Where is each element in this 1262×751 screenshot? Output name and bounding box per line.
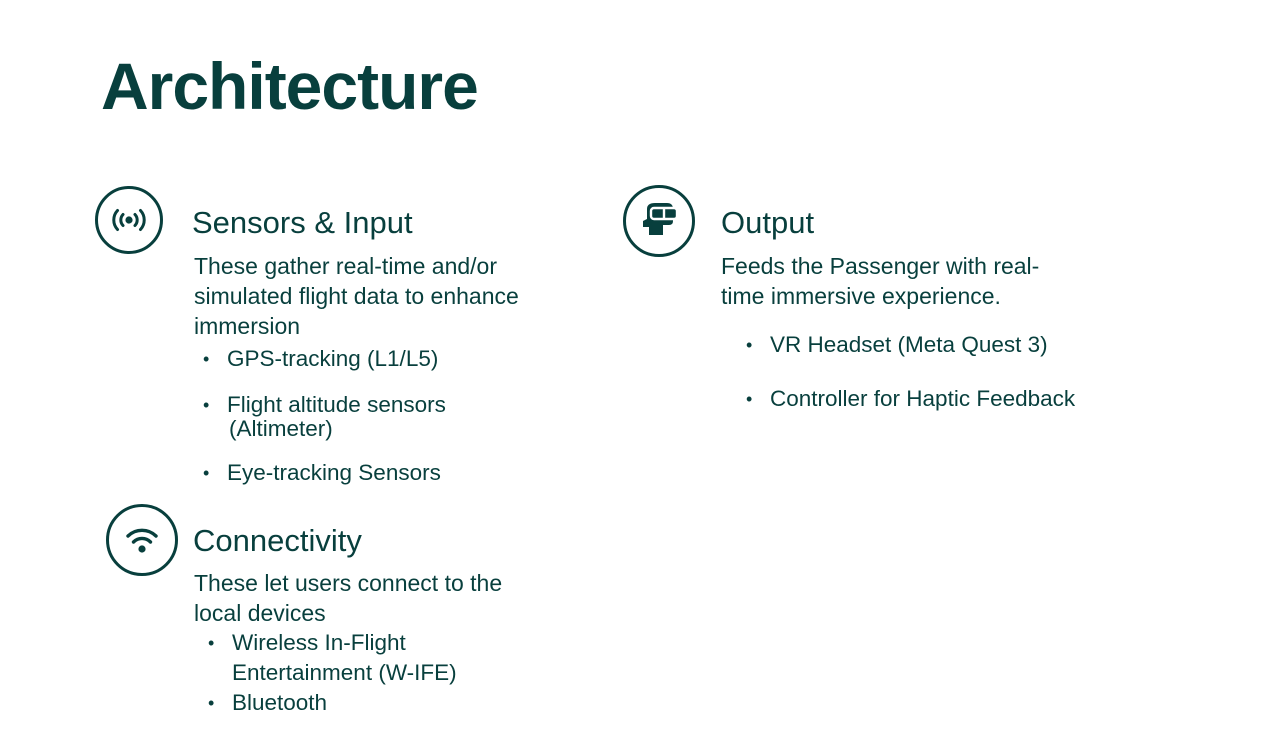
output-heading: Output [721,205,815,240]
sensors-bullet-continuation: (Altimeter) [229,416,333,441]
connectivity-bullet-item: Bluetooth [208,688,327,718]
connectivity-description: These let users connect to the local dev… [194,568,502,628]
sensors-bullet-item: GPS-tracking (L1/L5) [203,344,438,374]
sensors-description: These gather real-time and/or simulated … [194,251,519,341]
sensors-desc-line: immersion [194,313,301,339]
output-desc-line: time immersive experience. [721,283,1001,309]
connectivity-bullet-item: Wireless In-Flight [208,628,406,658]
sensors-bullet-item: Flight altitude sensors [203,390,446,420]
connectivity-bullet-continuation: Entertainment (W-IFE) [232,660,457,685]
wifi-icon [106,504,178,576]
connectivity-heading: Connectivity [193,523,362,558]
sensors-desc-line: simulated flight data to enhance [194,283,519,309]
output-description: Feeds the Passenger with real- time imme… [721,251,1039,311]
slide-title: Architecture [101,49,479,123]
output-desc-line: Feeds the Passenger with real- [721,253,1040,279]
sensors-desc-line: These gather real-time and/or [194,253,497,279]
vr-headset-icon [623,185,695,257]
sensors-bullet-item: Eye-tracking Sensors [203,458,441,488]
broadcast-signal-icon [95,186,163,254]
connectivity-desc-line: local devices [194,600,326,626]
output-bullet-item: VR Headset (Meta Quest 3) [746,330,1048,360]
sensors-heading: Sensors & Input [192,205,413,240]
output-bullet-item: Controller for Haptic Feedback [746,384,1075,414]
connectivity-desc-line: These let users connect to the [194,570,503,596]
